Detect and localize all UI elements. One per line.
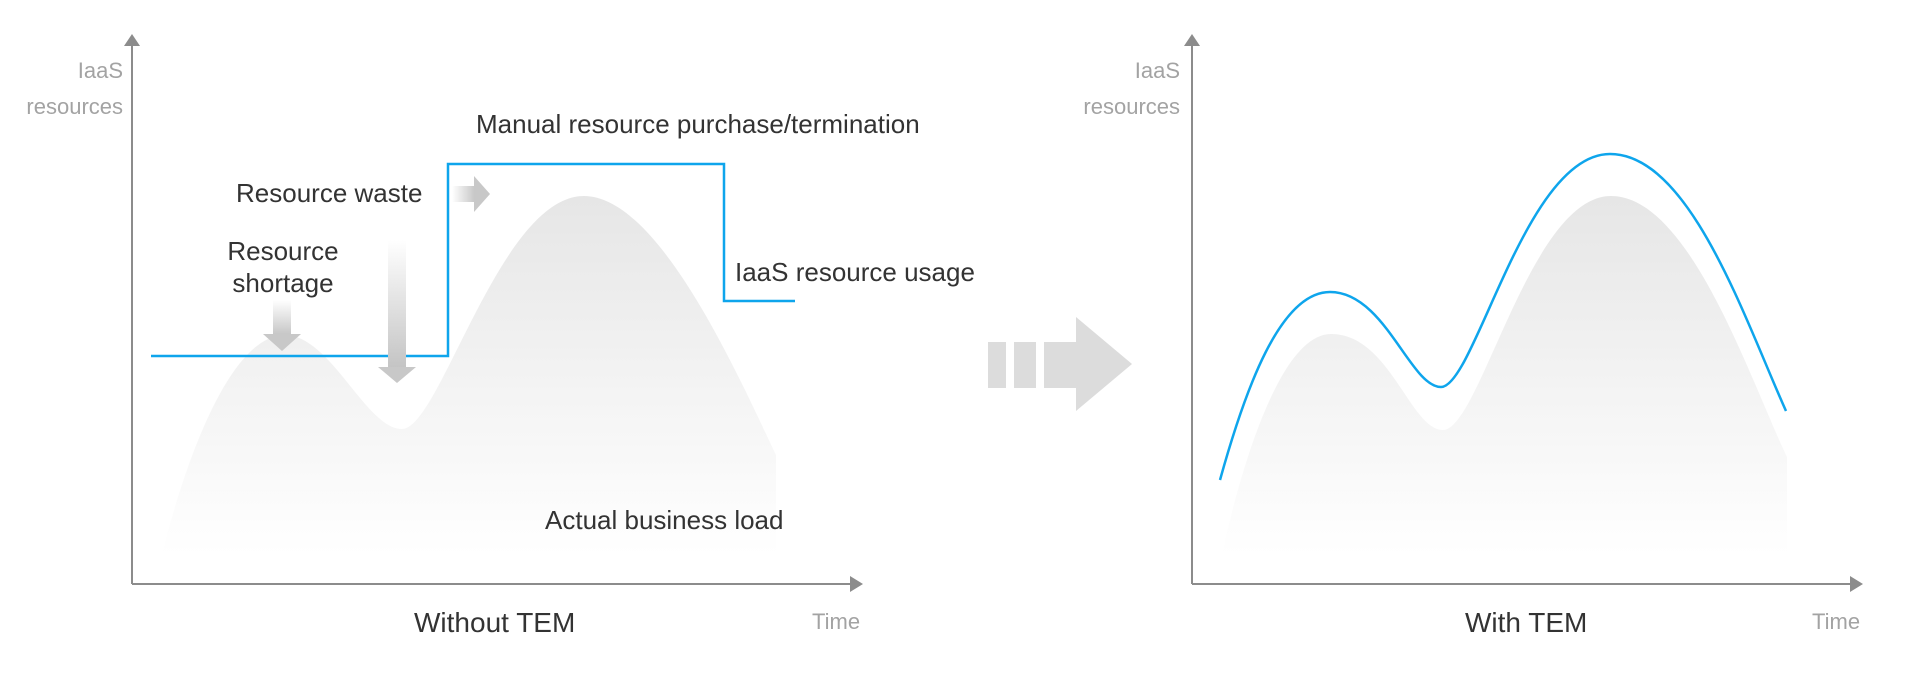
resource-waste-label: Resource waste xyxy=(236,178,423,208)
right-caption: With TEM xyxy=(1465,607,1588,638)
left-y-axis-arrow-icon xyxy=(124,34,140,46)
right-y-axis-label-line1: IaaS xyxy=(1134,58,1180,83)
manual-purchase-label: Manual resource purchase/termination xyxy=(476,109,920,139)
left-y-axis-label-line1: IaaS xyxy=(77,58,123,83)
right-y-axis-arrow-icon xyxy=(1184,34,1200,46)
left-business-load-area xyxy=(162,196,776,555)
right-arrow-icon xyxy=(988,317,1132,411)
waste-right-arrow-icon xyxy=(452,176,490,212)
left-x-axis-arrow-icon xyxy=(850,576,863,592)
waste-down-arrow-icon xyxy=(378,240,416,383)
right-y-axis-label-line2: resources xyxy=(1083,94,1180,119)
right-business-load-area xyxy=(1222,196,1787,555)
resource-shortage-label-line2: shortage xyxy=(232,268,334,298)
right-x-axis-arrow-icon xyxy=(1850,576,1863,592)
shortage-down-arrow-icon xyxy=(263,300,301,351)
left-chart xyxy=(124,34,863,592)
right-x-axis-label: Time xyxy=(1812,609,1861,634)
resource-shortage-label-line1: Resource xyxy=(227,236,339,266)
left-x-axis-label: Time xyxy=(812,609,861,634)
right-chart xyxy=(1184,34,1863,592)
left-y-axis-label-line2: resources xyxy=(26,94,123,119)
left-caption: Without TEM xyxy=(414,607,576,638)
right-resource-usage-line xyxy=(1218,152,1788,481)
business-load-label: Actual business load xyxy=(545,505,784,535)
resource-usage-label: IaaS resource usage xyxy=(735,257,975,287)
